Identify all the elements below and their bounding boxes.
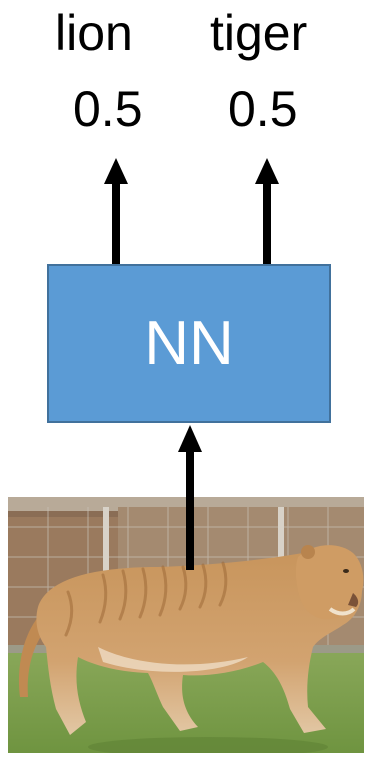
output-value-tiger: 0.5: [228, 81, 298, 137]
output-label-lion: lion: [55, 5, 133, 61]
output-label-tiger: tiger: [210, 5, 308, 61]
liger-photo: [8, 497, 364, 753]
arrow-to-tiger: [255, 158, 279, 264]
arrow-to-lion: [104, 158, 128, 264]
neural-network-label: NN: [144, 308, 234, 378]
output-value-lion: 0.5: [73, 81, 143, 137]
neural-network-box: NN: [47, 264, 331, 423]
